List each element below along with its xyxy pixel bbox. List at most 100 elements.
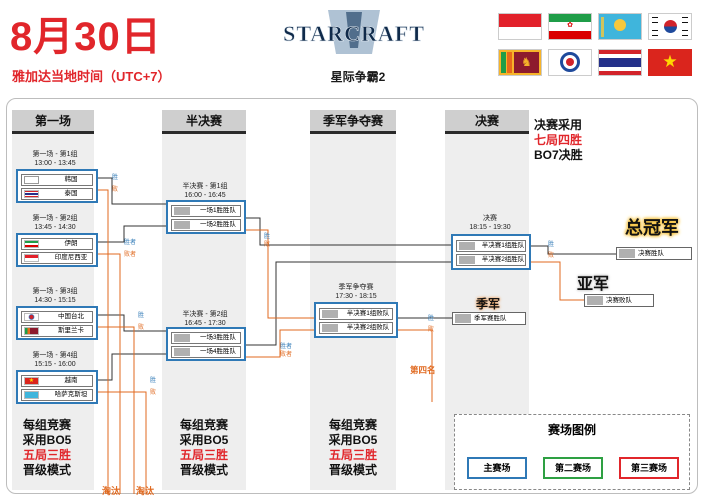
match-title: 第一场 - 第4组 (32, 352, 78, 359)
team-slot[interactable]: 韩国 (21, 174, 93, 186)
team-slot[interactable]: 一场1胜胜队 (171, 205, 241, 217)
team-slot[interactable]: 半决赛1组败队 (319, 308, 393, 320)
match-time: 13:00 - 13:45 (34, 159, 76, 167)
team-slot[interactable]: 伊朗 (21, 238, 93, 250)
team-slot[interactable]: 泰国 (21, 188, 93, 200)
timezone-label: 雅加达当地时间（UTC+7） (12, 69, 171, 84)
third-column (310, 110, 396, 490)
team-slot[interactable]: 一场2胜胜队 (171, 219, 241, 231)
round1-match-1[interactable]: 韩国 泰国 (16, 169, 98, 203)
match-time: 15:15 - 16:00 (34, 360, 76, 368)
vietnam-flag-icon: ★ (24, 377, 39, 385)
iran-flag: ✿ (548, 13, 592, 40)
note-line: 决赛采用 (534, 118, 583, 132)
team-slot[interactable]: 一场4胜胜队 (171, 346, 241, 358)
win-label: 胜 (150, 378, 157, 384)
champion-label: 总冠军 (625, 218, 679, 238)
team-slot[interactable]: 半决赛2组败队 (319, 322, 393, 334)
iran-flag-icon (24, 240, 39, 248)
fourth-place-label: 第四名 (410, 365, 436, 375)
match-time: 17:30 - 18:15 (335, 292, 377, 300)
match-time: 14:30 - 15:15 (34, 296, 76, 304)
placeholder-flag-icon (619, 249, 635, 258)
starcraft-logo: STARCRAFT (268, 8, 440, 58)
team-slot[interactable]: ★越南 (21, 375, 93, 387)
match-title: 季军争夺赛 (338, 284, 374, 291)
note-line: 七局四胜 (534, 133, 583, 147)
round1-match-3-header: 第一场 - 第3组 14:30 - 15:15 (20, 288, 90, 305)
lose-label: 败 (548, 253, 555, 259)
win-label: 胜 (548, 242, 555, 248)
third-match-header: 季军争夺赛 17:30 - 18:15 (318, 284, 394, 301)
team-slot[interactable]: 半决赛2组胜队 (456, 254, 526, 266)
match-title: 半决赛 - 第1组 (182, 183, 228, 190)
match-title: 半决赛 - 第2组 (182, 311, 228, 318)
eliminated-label: 淘汰 (136, 486, 155, 496)
indonesia-flag (498, 13, 542, 40)
team-slot[interactable]: 中国台北 (21, 311, 93, 323)
vietnam-flag: ★ (648, 49, 692, 76)
win-label: 胜 (112, 175, 119, 181)
game-title: 星际争霸2 (330, 70, 386, 84)
match-time: 18:15 - 19:30 (469, 223, 511, 231)
champion-slot[interactable]: 决赛胜队 (616, 247, 692, 260)
match-time: 13:45 - 14:30 (34, 223, 76, 231)
team-slot[interactable]: 印度尼西亚 (21, 252, 93, 264)
south-korea-flag (648, 13, 692, 40)
win-label: 胜 (264, 234, 271, 240)
legend-title: 赛场图例 (547, 423, 596, 437)
placeholder-flag-icon (174, 348, 190, 356)
win-label: 胜 (138, 313, 145, 319)
match-time: 16:45 - 17:30 (184, 319, 226, 327)
sri-lanka-flag: ♞ (498, 49, 542, 76)
win-label: 胜者 (124, 240, 137, 246)
round1-match-2-header: 第一场 - 第2组 13:45 - 14:30 (20, 215, 90, 232)
placeholder-flag-icon (459, 256, 475, 264)
match-title: 第一场 - 第3组 (32, 288, 78, 295)
team-slot[interactable]: 一场3胜胜队 (171, 332, 241, 344)
final-match[interactable]: 半决赛1组胜队 半决赛2组胜队 (451, 234, 531, 270)
third-place-slot[interactable]: 季军赛胜队 (452, 312, 526, 325)
semis-column (162, 110, 246, 490)
logo-text: STARCRAFT (283, 21, 425, 46)
round1-match-1-header: 第一场 - 第1组 13:00 - 13:45 (20, 151, 90, 168)
round1-match-4[interactable]: ★越南 哈萨克斯坦 (16, 370, 98, 404)
thailand-flag (598, 49, 642, 76)
semis-match-2[interactable]: 一场3胜胜队 一场4胜胜队 (166, 327, 246, 361)
indonesia-flag-icon (24, 254, 39, 262)
placeholder-flag-icon (174, 221, 190, 229)
kazakhstan-flag (598, 13, 642, 40)
lose-label: 败 (264, 242, 271, 248)
runnerup-slot[interactable]: 决赛败队 (584, 294, 654, 307)
venue-legend: 赛场图例 主赛场 第二赛场 第三赛场 (454, 414, 690, 490)
placeholder-flag-icon (174, 207, 190, 215)
kazakhstan-flag-icon (24, 391, 39, 399)
chinese-taipei-flag-icon (24, 313, 39, 321)
legend-second-venue: 第二赛场 (543, 457, 603, 479)
eliminated-label: 淘汰 (102, 486, 121, 496)
final-format-note: 决赛采用 七局四胜 BO7决胜 (534, 118, 583, 163)
semis-column-title: 半决赛 (162, 110, 246, 134)
thailand-flag-icon (24, 190, 39, 198)
semis-match-1-header: 半决赛 - 第1组 16:00 - 16:45 (170, 183, 240, 200)
placeholder-flag-icon (322, 324, 338, 332)
round1-match-4-header: 第一场 - 第4组 15:15 - 16:00 (20, 352, 90, 369)
round1-match-3[interactable]: 中国台北 斯里兰卡 (16, 306, 98, 340)
placeholder-flag-icon (455, 314, 471, 323)
semis-match-1[interactable]: 一场1胜胜队 一场2胜胜队 (166, 200, 246, 234)
final-column-title: 决赛 (445, 110, 529, 134)
lose-label: 败者 (280, 352, 293, 358)
legend-main-venue: 主赛场 (467, 457, 527, 479)
team-slot[interactable]: 斯里兰卡 (21, 325, 93, 337)
third-column-title: 季军争夺赛 (310, 110, 396, 134)
team-slot[interactable]: 哈萨克斯坦 (21, 389, 93, 401)
match-title: 决赛 (483, 215, 497, 222)
third-place-match[interactable]: 半决赛1组败队 半决赛2组败队 (314, 302, 398, 338)
team-slot[interactable]: 半决赛1组胜队 (456, 240, 526, 252)
round1-match-2[interactable]: 伊朗 印度尼西亚 (16, 233, 98, 267)
final-match-header: 决赛 18:15 - 19:30 (455, 215, 525, 232)
chinese-taipei-flag (548, 49, 592, 76)
